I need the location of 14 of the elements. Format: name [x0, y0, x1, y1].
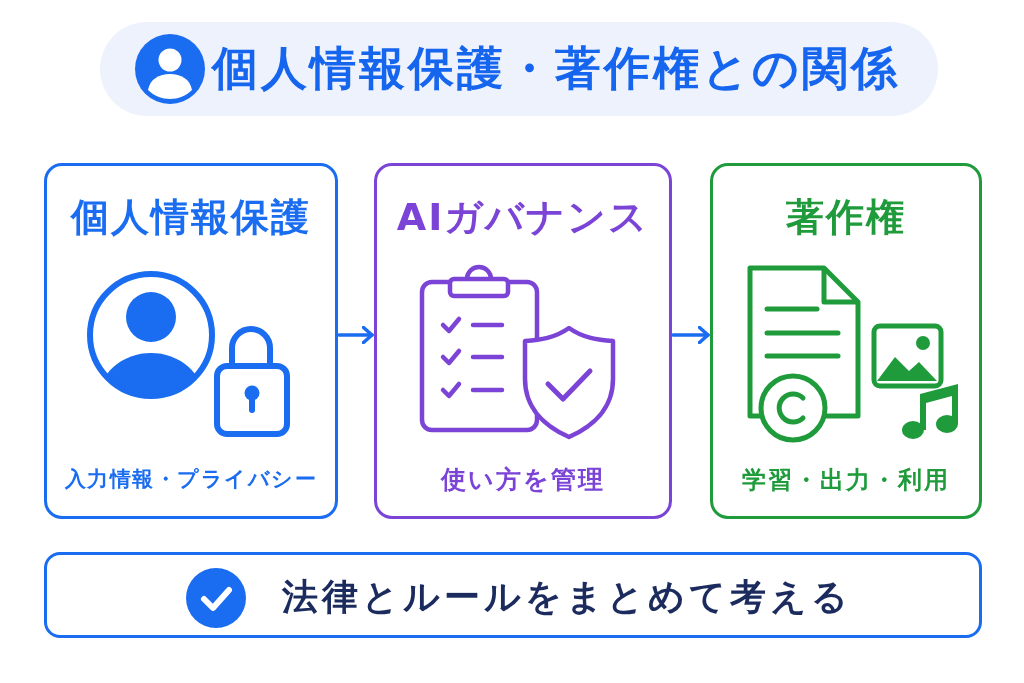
card-title: 個人情報保護 [71, 195, 311, 241]
category-card [710, 163, 982, 519]
category-card [374, 163, 672, 519]
summary-text: 法律とルールをまとめて考える [282, 575, 852, 619]
card-title: 著作権 [786, 195, 906, 241]
card-caption: 学習・出力・利用 [742, 465, 950, 495]
summary-banner [44, 552, 982, 638]
category-card [44, 163, 338, 519]
card-caption: 使い方を管理 [441, 465, 605, 495]
card-title: AIガバナンス [396, 195, 650, 241]
page-title: 個人情報保護・著作権との関係 [212, 41, 900, 97]
arrow [671, 325, 710, 345]
card-caption: 入力情報・プライバシー [64, 467, 318, 493]
arrow [337, 325, 374, 345]
